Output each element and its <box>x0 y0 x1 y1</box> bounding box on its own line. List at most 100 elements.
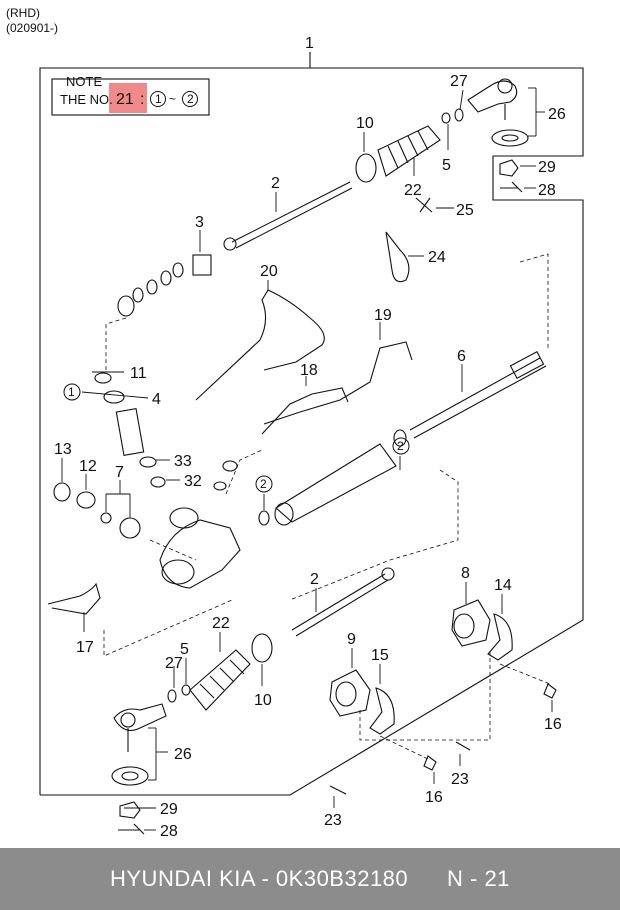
callout-29-upper: 29 <box>538 159 556 176</box>
rack-housing <box>274 429 407 526</box>
pipe-18 <box>261 387 349 435</box>
gear-housing <box>159 507 241 589</box>
footer-bar: HYUNDAI KIA - 0K30B32180 N - 21 <box>0 848 620 910</box>
tie-rod-lower <box>291 567 395 637</box>
callout-16-right: 16 <box>544 716 562 733</box>
bellows-lower <box>189 649 251 711</box>
callout-12: 12 <box>79 458 97 475</box>
callout-17: 17 <box>76 639 94 656</box>
date-range-label: (020901-) <box>6 21 59 35</box>
band-10-lower <box>251 633 273 663</box>
callout-14: 14 <box>494 577 512 594</box>
note-title: NOTE <box>66 74 102 89</box>
bolt-23-lower <box>329 785 347 795</box>
callout-10-lower: 10 <box>254 692 272 709</box>
callout-28-lower: 28 <box>160 823 178 840</box>
callout-22-lower: 22 <box>212 615 230 632</box>
circled-marker-2-housing-text: 2 <box>260 477 267 491</box>
callout-29-lower: 29 <box>160 801 178 818</box>
pipe-17 <box>47 582 101 615</box>
note-tilde: ~ <box>169 92 176 106</box>
note-circle-2 <box>182 91 198 107</box>
tie-rod-end-lower <box>111 703 167 786</box>
nut-5-lower <box>181 684 191 696</box>
callout-10-upper: 10 <box>356 115 374 132</box>
pipe-19 <box>263 341 413 425</box>
lock-nut-27-upper <box>454 108 464 122</box>
seal-7a <box>100 512 112 524</box>
callout-11: 11 <box>130 365 147 382</box>
mount-bushing-9 <box>329 669 371 717</box>
castle-nut-29-lower <box>119 801 141 819</box>
tie-rod-upper <box>223 181 353 251</box>
note-highlight <box>109 83 147 113</box>
callout-27-lower: 27 <box>165 655 183 672</box>
steering-gear-exploded-diagram: NOTE THE NO. 21 : 1 ~ 2 <box>39 35 584 840</box>
callout-5-lower: 5 <box>180 641 189 658</box>
callout-8: 8 <box>461 565 470 582</box>
callout-13: 13 <box>54 441 72 458</box>
callout-26-lower: 26 <box>174 746 192 763</box>
circled-marker-2-cylinder <box>392 437 410 455</box>
callout-7: 7 <box>115 464 124 481</box>
callout-27-upper: 27 <box>450 73 468 90</box>
callout-9: 9 <box>347 631 356 648</box>
callout-23-right: 23 <box>451 771 469 788</box>
callout-22-upper: 22 <box>404 182 422 199</box>
cotter-pin-28-upper <box>500 181 523 193</box>
lock-nut-27-lower <box>167 689 177 703</box>
callout-19: 19 <box>374 307 392 324</box>
footer-page-ref: N - 21 <box>447 866 510 891</box>
callout-3: 3 <box>195 214 204 231</box>
callout-26-upper: 26 <box>548 106 566 123</box>
band-10-upper <box>355 153 377 183</box>
circled-marker-2-cylinder-text: 2 <box>397 439 404 453</box>
callout-5-upper: 5 <box>442 157 451 174</box>
mount-bracket-15 <box>369 687 395 735</box>
mount-bracket-14 <box>487 613 513 661</box>
mount-bushing-8 <box>451 599 491 647</box>
nut-5-upper <box>441 112 451 124</box>
callout-2-upper: 2 <box>271 175 280 192</box>
tie-rod-end-upper <box>467 78 529 147</box>
bushing-3 <box>192 254 212 276</box>
note-number: 21 <box>116 91 134 108</box>
callout-20: 20 <box>260 263 278 280</box>
footer-part-number: HYUNDAI KIA - 0K30B32180 <box>110 866 409 891</box>
o-ring-32 <box>150 476 166 488</box>
pinion-valve-4 <box>94 372 145 457</box>
callout-23-lower: 23 <box>324 812 342 829</box>
note-prefix: THE NO. <box>60 92 113 107</box>
bushing-7b <box>119 517 141 539</box>
nut-13 <box>53 482 71 502</box>
note-colon: : <box>140 91 144 108</box>
callout-4: 4 <box>152 391 161 408</box>
assembly-frame <box>39 67 584 796</box>
callout-2-lower: 2 <box>310 571 319 588</box>
callout-32: 32 <box>184 473 202 490</box>
circled-marker-1 <box>63 383 81 401</box>
note-range-start: 1 <box>155 92 162 106</box>
circled-marker-1-text: 1 <box>68 385 75 399</box>
variant-label: (RHD) <box>6 6 40 20</box>
pipe-20 <box>195 289 325 401</box>
callout-33: 33 <box>174 453 192 470</box>
castle-nut-29-upper <box>499 159 519 177</box>
callout-6: 6 <box>457 348 466 365</box>
callout-28-upper: 28 <box>538 182 556 199</box>
bolt-23-right <box>455 741 471 751</box>
band-clip-24 <box>385 231 410 283</box>
nut-16-right <box>543 683 557 699</box>
callout-15: 15 <box>371 647 389 664</box>
note-circle-1 <box>150 91 166 107</box>
note-range-end: 2 <box>187 92 194 106</box>
bellows-upper <box>377 125 441 177</box>
callout-25: 25 <box>456 202 474 219</box>
callout-1: 1 <box>305 35 314 52</box>
cotter-pin-28-lower <box>118 823 145 835</box>
o-ring-33 <box>139 456 157 468</box>
callout-24: 24 <box>428 249 446 266</box>
rack-6 <box>409 351 547 439</box>
plug-12 <box>76 491 96 509</box>
nut-16-lower <box>423 755 437 771</box>
